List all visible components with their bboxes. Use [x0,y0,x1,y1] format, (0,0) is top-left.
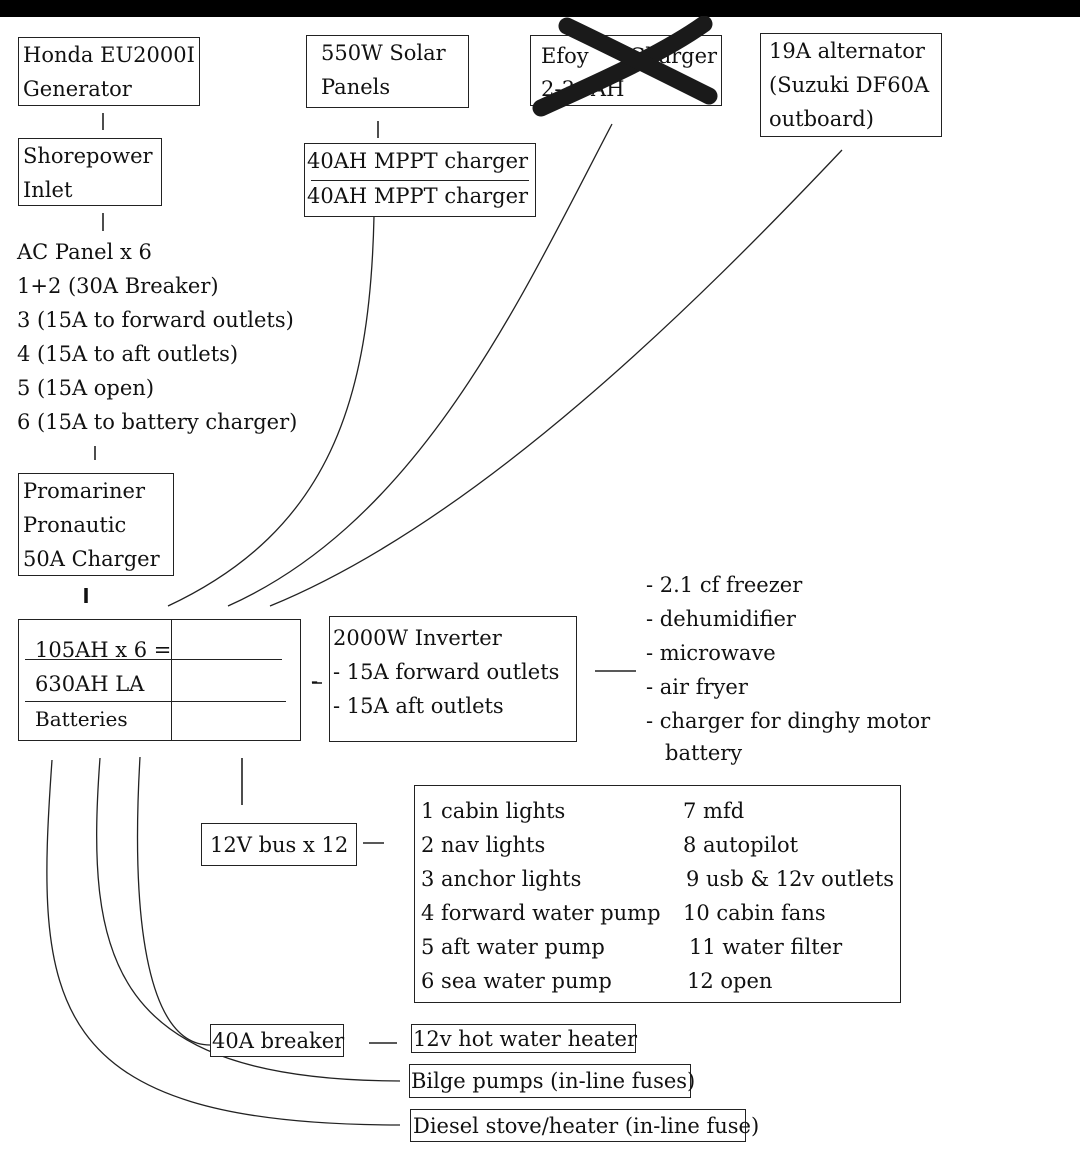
circuit-4: 4 forward water pump [421,901,661,925]
top-bar [0,0,1080,17]
shorepower-inlet-box: Shorepower Inlet [18,138,162,206]
mppt-line-1: 40AH MPPT charger [307,149,529,173]
bilge-pumps-box: Bilge pumps (in-line fuses) [409,1064,695,1098]
wire-battery-to-stove [46,759,401,1126]
shorepower-line-1: Shorepower [23,144,153,168]
load-dinghy-charger-battery: battery [665,741,743,765]
efoy-text-1: Efoy [541,44,589,68]
hot-water-heater-box: 12v hot water heater [411,1024,637,1053]
inverter-aft-outlets: - 15A aft outlets [333,694,504,718]
battery-line-2: 630AH LA [35,672,145,696]
breaker-40a-box: 40A breaker [210,1024,344,1057]
battery-divider-vertical [171,620,173,740]
solar-panels-box: 550W Solar Panels [306,35,469,108]
circuit-12: 12 open [687,969,773,993]
wire-efoy-to-batteries [227,123,613,607]
cross-out-mark [532,16,718,117]
battery-charger-box: Promariner Pronautic 50A Charger [18,473,174,576]
breaker-label: 40A breaker [212,1029,345,1053]
stove-label: Diesel stove/heater (in-line fuse) [413,1114,760,1138]
dc-circuits-left-column: 1 cabin lights 2 nav lights 3 anchor lig… [421,794,661,998]
circuit-5: 5 aft water pump [421,935,605,959]
circuit-2: 2 nav lights [421,833,546,857]
circuit-11: 11 water filter [689,935,843,959]
circuit-10: 10 cabin fans [683,901,826,925]
load-dehumidifier: - dehumidifier [646,607,796,631]
battery-inverter-dash: - [311,669,319,693]
alternator-line-2: (Suzuki DF60A [769,73,930,97]
battery-divider-2 [25,701,286,703]
inverter-title: 2000W Inverter [333,626,502,650]
load-air-fryer: - air fryer [646,675,748,699]
circuit-8: 8 autopilot [683,833,799,857]
ac-panel-breaker-6: 6 (15A to battery charger) [17,410,298,434]
generator-line-1: Honda EU2000I [23,43,195,67]
inverter-forward-outlets: - 15A forward outlets [333,660,560,684]
mppt-chargers-box: 40AH MPPT charger 40AH MPPT charger [304,143,536,217]
ac-panel-list: AC Panel x 6 1+2 (30A Breaker) 3 (15A to… [17,235,297,439]
alternator-line-3: outboard) [769,107,874,131]
solar-line-2: Panels [321,75,391,99]
alternator-box: 19A alternator (Suzuki DF60A outboard) [760,33,942,137]
wire-mppt-to-batteries [167,215,375,607]
hot-water-label: 12v hot water heater [413,1027,637,1051]
charger-line-3: 50A Charger [23,547,160,571]
battery-line-1: 105AH x 6 = [35,638,172,662]
dc-circuits-box: 1 cabin lights 2 nav lights 3 anchor lig… [414,785,901,1003]
dc-bus-box: 12V bus x 12 [201,823,357,866]
battery-bank-box: 105AH x 6 = 630AH LA Batteries [18,619,301,741]
battery-line-3: Batteries [35,707,128,731]
dc-circuits-right-column: 7 mfd 8 autopilot 9 usb & 12v outlets 10… [683,794,894,998]
diesel-stove-box: Diesel stove/heater (in-line fuse) [410,1109,759,1142]
circuit-9: 9 usb & 12v outlets [686,867,895,891]
generator-line-2: Generator [23,77,132,101]
load-freezer: - 2.1 cf freezer [646,573,803,597]
battery-divider-1 [25,659,282,661]
circuit-6: 6 sea water pump [421,969,612,993]
circuit-3: 3 anchor lights [421,867,582,891]
inverter-loads-list: - 2.1 cf freezer - dehumidifier - microw… [646,568,930,768]
circuit-1: 1 cabin lights [421,799,566,823]
charger-line-1: Promariner [23,479,145,503]
wire-battery-to-breaker [136,756,211,1046]
ac-panel-breaker-4: 4 (15A to aft outlets) [17,342,239,366]
shorepower-line-2: Inlet [23,178,73,202]
mppt-divider [311,180,529,181]
alternator-line-1: 19A alternator [769,39,925,63]
bilge-label: Bilge pumps (in-line fuses) [411,1069,696,1093]
wire-battery-to-bilge [96,757,401,1082]
ac-panel-breaker-3: 3 (15A to forward outlets) [17,308,294,332]
load-microwave: - microwave [646,641,776,665]
circuit-7: 7 mfd [683,799,745,823]
wire-alternator-to-batteries [269,149,843,607]
mppt-line-2: 40AH MPPT charger [307,184,529,208]
ac-panel-breaker-1-2: 1+2 (30A Breaker) [17,274,219,298]
ac-panel-breaker-5: 5 (15A open) [17,376,155,400]
ac-panel-title: AC Panel x 6 [17,240,152,264]
efoy-charger-box: Efoy Charger 2-3 AH [530,16,722,117]
charger-line-2: Pronautic [23,513,127,537]
load-dinghy-charger: - charger for dinghy motor [646,709,931,733]
solar-line-1: 550W Solar [321,41,446,65]
generator-box: Honda EU2000I Generator [18,37,200,106]
dc-bus-label: 12V bus x 12 [210,833,349,857]
inverter-box: 2000W Inverter - 15A forward outlets - 1… [329,616,577,742]
